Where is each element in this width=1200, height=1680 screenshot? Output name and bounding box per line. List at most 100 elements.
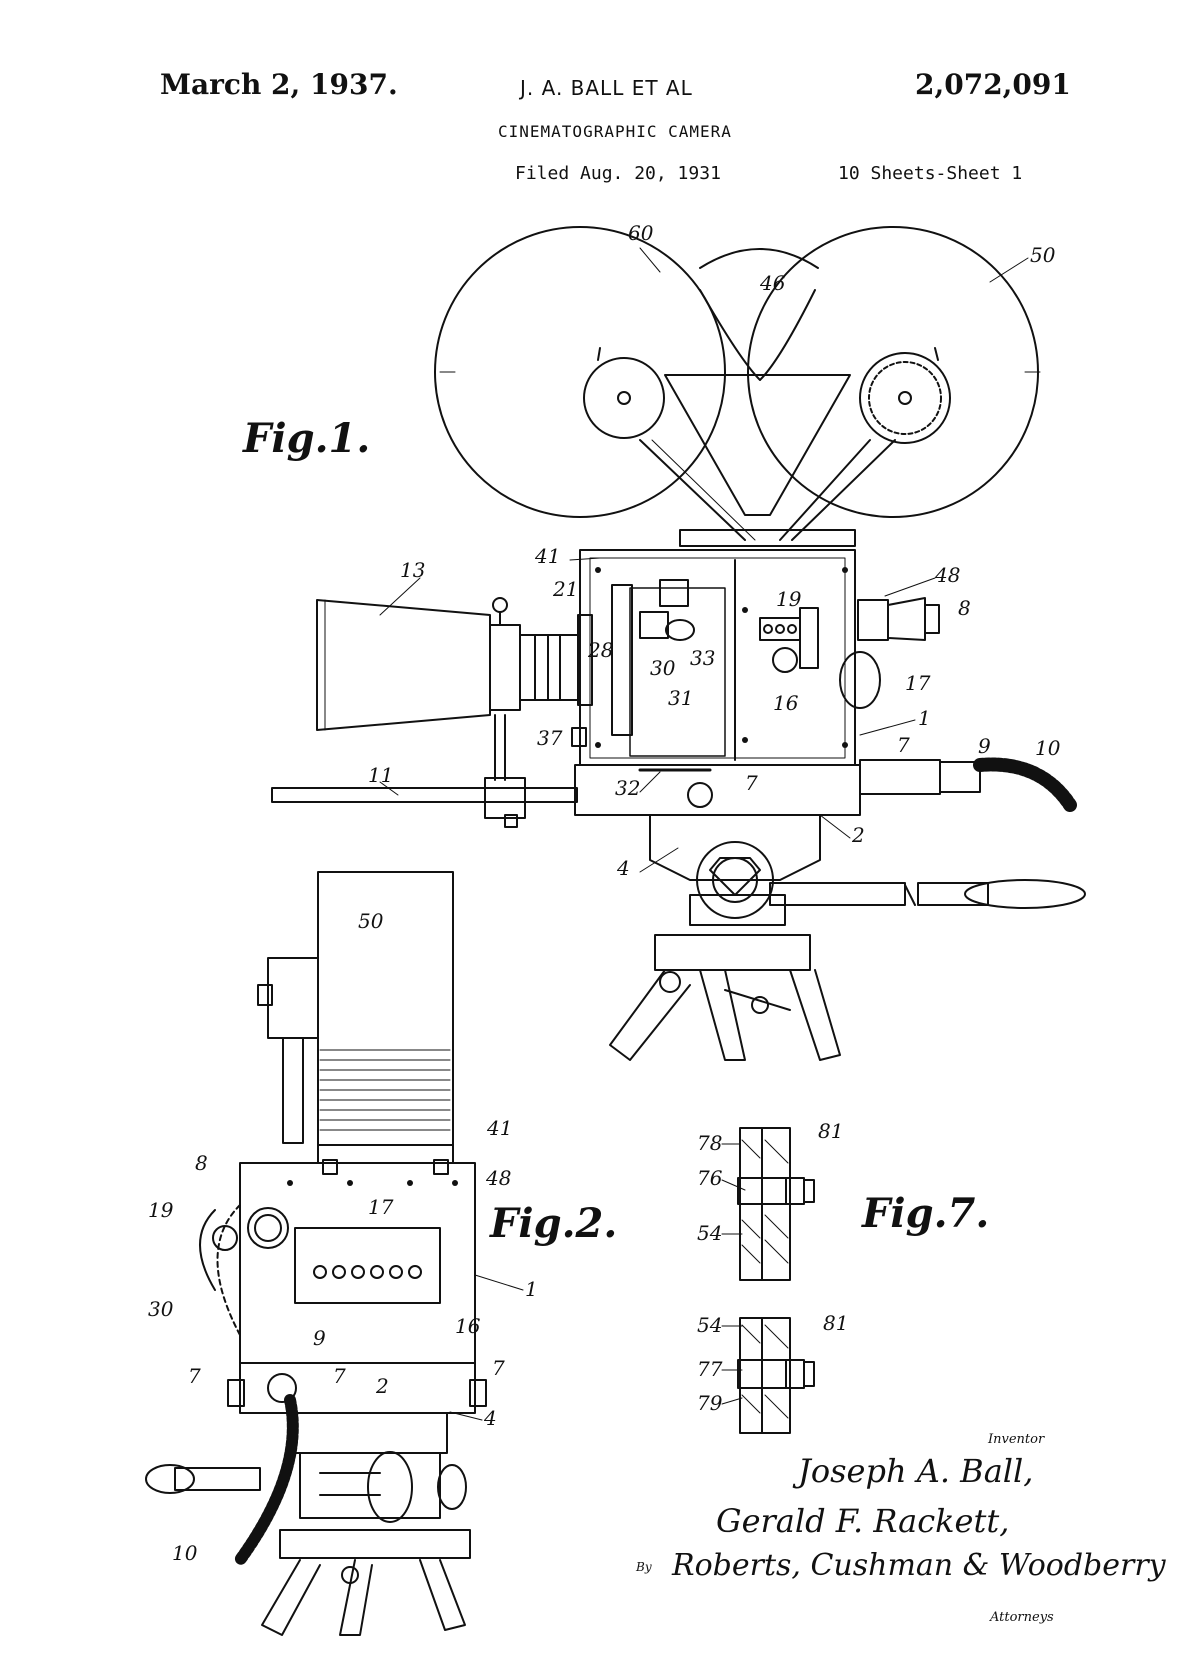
- fig1-camera-side-view: [271, 226, 1086, 1061]
- ref-31: 31: [668, 686, 693, 710]
- ref-10: 10: [1035, 736, 1061, 760]
- ref2-17: 17: [368, 1195, 394, 1219]
- attorneys-label: Attorneys: [990, 1610, 1054, 1625]
- ref2-7a: 7: [188, 1364, 201, 1388]
- ref7-77: 77: [697, 1357, 723, 1381]
- ref2-8: 8: [195, 1151, 208, 1175]
- fig1-label: Fig.1.: [243, 415, 371, 462]
- filed-date: Filed Aug. 20, 1931: [515, 163, 721, 184]
- by-label: By: [636, 1560, 652, 1574]
- ref2-7b: 7: [333, 1364, 346, 1388]
- pan-grip: [964, 879, 1086, 909]
- ref2-1: 1: [525, 1277, 538, 1301]
- ref-33: 33: [690, 646, 715, 670]
- control-panel-17: [294, 1227, 441, 1304]
- tripod-leg-left: [609, 969, 691, 1061]
- spool-right: [859, 352, 951, 444]
- reference-numerals: 60 46 50 41 48 13 21 19 8 28 30 33 31 16…: [148, 221, 1061, 1565]
- ref-7b: 7: [745, 771, 758, 795]
- ref7-79: 79: [697, 1391, 723, 1415]
- inventor-signature-2: Gerald F. Rackett,: [716, 1502, 1010, 1540]
- ref-11: 11: [368, 763, 393, 787]
- ref2-2: 2: [375, 1374, 389, 1398]
- ref-17: 17: [905, 671, 931, 695]
- tripod-top: [654, 934, 811, 971]
- ref-41: 41: [534, 544, 560, 568]
- ref-8: 8: [958, 596, 971, 620]
- ref7-78: 78: [697, 1131, 722, 1155]
- cable-10: [234, 1394, 299, 1566]
- ref2-7c: 7: [492, 1356, 505, 1380]
- matte-rod: [271, 787, 578, 803]
- camera-base-rear: [239, 1362, 476, 1414]
- ref2-4: 4: [483, 1406, 497, 1430]
- magazine-reel-right: [747, 226, 1039, 518]
- ref2-41: 41: [486, 1116, 512, 1140]
- lens-hood: [316, 599, 491, 731]
- pan-handle: [769, 882, 906, 906]
- ref-32: 32: [615, 776, 640, 800]
- patent-number: 2,072,091: [915, 68, 1071, 101]
- pan-grip-rear: [145, 1464, 195, 1494]
- tripod-leg-center: [699, 969, 746, 1061]
- ref2-30: 30: [148, 1297, 174, 1321]
- ref-1: 1: [918, 706, 931, 730]
- inventor-names: J. A. BALL ET AL: [520, 76, 693, 100]
- ref-37: 37: [537, 726, 563, 750]
- sheet-count: 10 Sheets-Sheet 1: [838, 163, 1023, 184]
- magazine-cap: [699, 248, 819, 269]
- camera-body: [579, 549, 856, 766]
- patent-date: March 2, 1937.: [160, 68, 398, 101]
- fig7-label: Fig.7.: [862, 1190, 990, 1237]
- ref-13: 13: [400, 558, 425, 582]
- ref7-54b: 54: [697, 1313, 722, 1337]
- ref-4: 4: [616, 856, 630, 880]
- magazine-throat: [699, 289, 816, 381]
- ref2-9: 9: [313, 1326, 326, 1350]
- inventor-signature-1: Joseph A. Ball,: [798, 1452, 1034, 1490]
- ref2-19: 19: [148, 1198, 174, 1222]
- ref2-48: 48: [485, 1166, 511, 1190]
- magazine-reel-left: [434, 226, 726, 518]
- attorneys-signature: Roberts, Cushman & Woodberry: [672, 1548, 1166, 1583]
- spool-left: [583, 357, 665, 439]
- patent-title: CINEMATOGRAPHIC CAMERA: [498, 122, 732, 141]
- ref-48: 48: [934, 563, 960, 587]
- ref-2: 2: [851, 823, 865, 847]
- ref-60: 60: [628, 221, 654, 245]
- magazine-base: [679, 529, 856, 547]
- leader-lines: [379, 247, 1029, 1421]
- ref-50: 50: [1030, 243, 1056, 267]
- ref7-81a: 81: [818, 1119, 843, 1143]
- film-gate-door: [629, 587, 726, 757]
- tripod-head: [649, 814, 821, 881]
- ref-30: 30: [650, 656, 676, 680]
- door-swing-30: [216, 1204, 241, 1336]
- ref-9: 9: [978, 734, 991, 758]
- ref7-54a: 54: [697, 1221, 722, 1245]
- ref2-16: 16: [455, 1314, 481, 1338]
- power-cable: [973, 757, 1077, 812]
- rear-fitting-8: [247, 1207, 289, 1249]
- ref-28: 28: [587, 638, 613, 662]
- ref2-50: 50: [358, 909, 384, 933]
- ref-21: 21: [552, 577, 578, 601]
- fig7-section-detail: [737, 1127, 815, 1434]
- tripod-leg-right: [789, 969, 841, 1061]
- ref2-10: 10: [172, 1541, 198, 1565]
- ref-46: 46: [759, 271, 786, 295]
- magazine-support: [664, 374, 851, 516]
- cable-fitting: [859, 759, 941, 795]
- ref-19: 19: [776, 587, 802, 611]
- film-track: [611, 584, 633, 736]
- ref7-76: 76: [697, 1166, 723, 1190]
- ref-16: 16: [773, 691, 799, 715]
- ref-7: 7: [897, 733, 910, 757]
- fig2-camera-rear-view: [145, 871, 487, 1636]
- ref7-81b: 81: [823, 1311, 848, 1335]
- lens-barrel: [489, 624, 521, 711]
- inventor-label: Inventor: [988, 1432, 1045, 1447]
- fig2-label: Fig.2.: [490, 1200, 618, 1247]
